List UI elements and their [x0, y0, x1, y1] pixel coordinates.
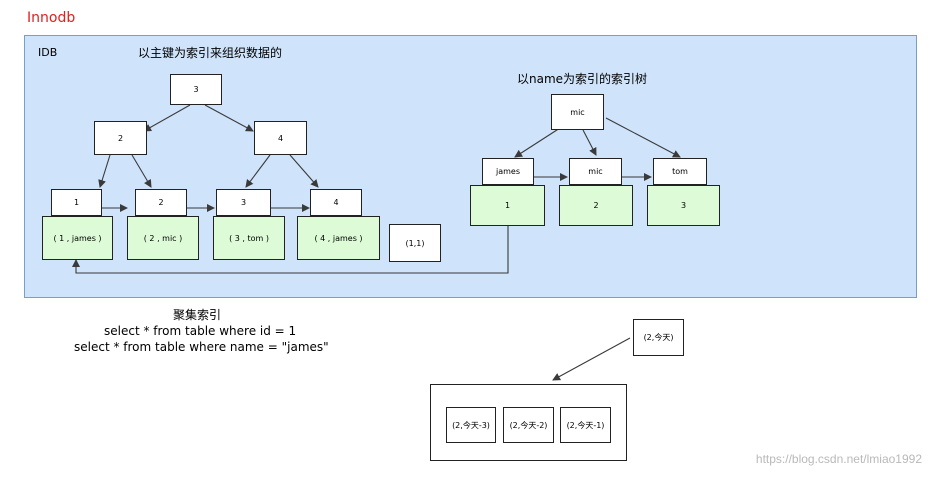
- primary-tree-caption: 以主键为索引来组织数据的: [138, 46, 283, 60]
- page-title: Innodb: [27, 10, 76, 26]
- new-partition-item: (2,今天): [633, 319, 684, 356]
- partition-item-1: (2,今天-3): [446, 407, 496, 443]
- pk-internal-node-4: 4: [254, 121, 307, 155]
- query-by-id: select * from table where id = 1: [104, 324, 297, 338]
- partition-item-3: (2,今天-1): [560, 407, 611, 443]
- arrow-3-to-4: [204, 104, 254, 132]
- pk-leaf-key-2: 2: [135, 189, 187, 216]
- name-tree-caption: 以name为索引的索引树: [517, 72, 648, 86]
- lookup-back-arrow: [72, 226, 509, 274]
- pk-leaf-key-4: 4: [310, 189, 362, 216]
- pk-leaf-key-1: 1: [51, 189, 102, 216]
- arrow-4-to-3: [245, 154, 271, 188]
- arrow-2-to-1: [98, 154, 111, 188]
- pk-leaf-row-3: ( 3 , tom ): [213, 216, 285, 260]
- name-leaf-value-3: 3: [647, 185, 720, 226]
- arrow-3-to-2: [143, 104, 191, 132]
- pk-internal-node-2: 2: [94, 121, 147, 155]
- name-leaf-value-1: 1: [470, 185, 545, 226]
- arrow-2-to-2: [131, 154, 152, 188]
- query-by-name: select * from table where name = "james": [74, 340, 329, 354]
- pk-extra-row: (1,1): [389, 224, 441, 262]
- pk-leaf-row-4: ( 4 , james ): [297, 216, 380, 260]
- arrow-mic-to-tom: [605, 117, 681, 158]
- name-leaf-value-2: 2: [559, 185, 633, 226]
- clustered-index-caption: 聚集索引: [173, 308, 222, 322]
- pk-root-node: 3: [170, 74, 222, 105]
- arrow-mic-to-mic: [582, 129, 597, 156]
- partition-item-2: (2,今天-2): [503, 407, 554, 443]
- pk-leaf-row-1: ( 1 , james ): [42, 216, 113, 260]
- arrow-new-partition: [552, 337, 631, 381]
- pk-leaf-row-2: ( 2 , mic ): [127, 216, 199, 260]
- name-leaf-key-james: james: [482, 158, 534, 185]
- name-leaf-key-tom: tom: [653, 158, 707, 185]
- pk-leaf-key-3: 3: [216, 189, 271, 216]
- name-leaf-key-mic: mic: [569, 158, 622, 185]
- arrow-mic-to-james: [514, 127, 561, 158]
- panel-label: IDB: [38, 46, 58, 59]
- arrow-4-to-4: [289, 154, 319, 188]
- name-root-node: mic: [551, 94, 604, 130]
- watermark: https://blog.csdn.net/lmiao1992: [755, 452, 922, 466]
